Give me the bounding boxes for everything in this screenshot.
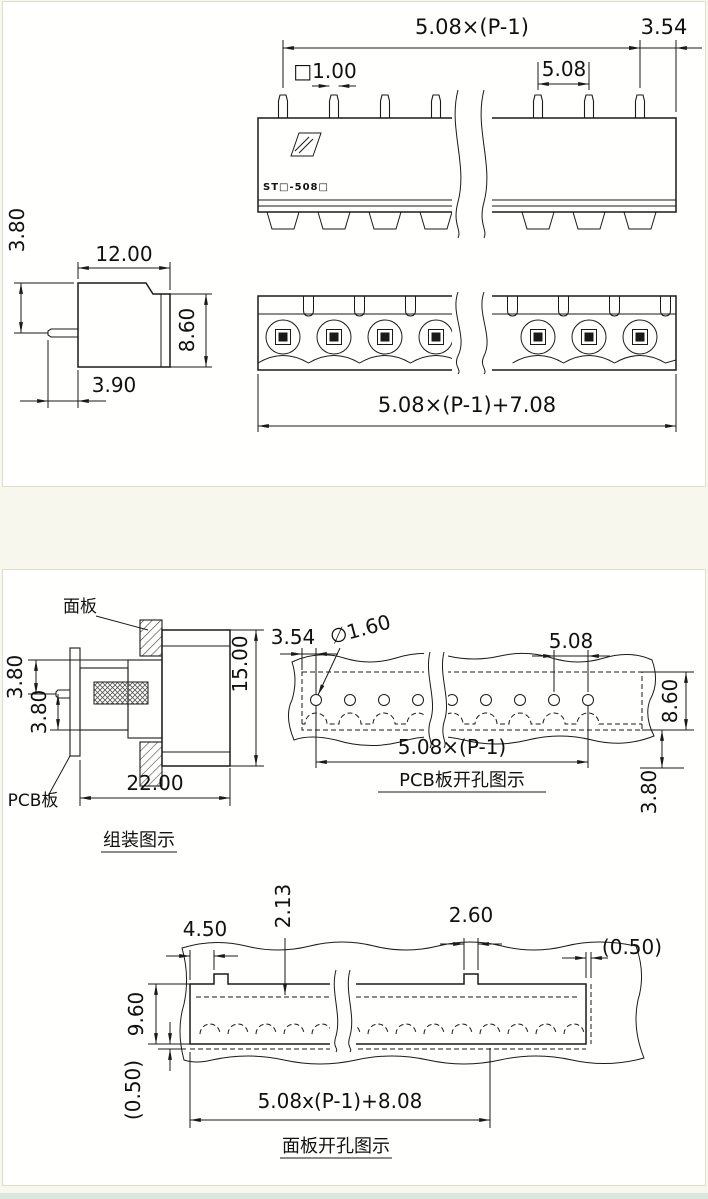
dim-end-margin-label: 3.54 — [271, 625, 316, 649]
brand-logo — [290, 132, 322, 157]
pcb-board — [69, 647, 81, 757]
terminal-contacts — [278, 332, 645, 342]
outline-front-view: 5.08×(P-1)+7.08 — [257, 290, 677, 432]
dim-clearance-right-label: (0.50) — [602, 935, 662, 959]
dim-total-depth-label: 22.00 — [126, 771, 183, 795]
break-line — [333, 969, 353, 1053]
dim-end-margin-label: 3.54 — [641, 15, 688, 39]
panel-label: 面板 — [63, 597, 97, 617]
front-panel — [179, 941, 645, 1065]
dim-cutout-width-label: 5.08x(P-1)+8.08 — [258, 1089, 423, 1113]
footprint-scallops — [302, 712, 642, 725]
footer-strip — [0, 1193, 708, 1199]
pin-row — [277, 94, 646, 118]
dim-pin-drop-label: 3.80 — [5, 208, 29, 253]
dim-total-height-label: 15.00 — [228, 635, 252, 692]
dim-total-width-label: 5.08×(P-1)+7.08 — [378, 393, 556, 417]
pcb-drill-caption: PCB板开孔图示 — [399, 770, 525, 791]
assembly-caption: 组装图示 — [103, 830, 175, 851]
latch-slots — [303, 296, 671, 317]
dim-pin-length-label: 3.90 — [92, 373, 137, 397]
dim-notch-width-label: 2.60 — [449, 903, 494, 927]
dim-pitch-span-label: 5.08×(P-1) — [415, 15, 529, 39]
dim-clearance-bottom-label: (0.50) — [121, 1060, 145, 1120]
dim-body-height-label: 8.60 — [175, 308, 199, 353]
dim-notch-offset-label: 4.50 — [183, 917, 228, 941]
assembly-view: 面板 PCB板 15.00 3.80 3.80 22.00 组装图示 — [3, 597, 264, 853]
drill-holes — [310, 694, 594, 706]
outline-top-view: ST□-508□ 5.08×(P-1) 3.54 □1.00 5.08 — [257, 15, 702, 240]
part-marking-label: ST□-508□ — [263, 182, 329, 193]
pcb-label: PCB板 — [8, 791, 59, 811]
dim-pitch-span-label: 5.08×(P-1) — [398, 735, 506, 759]
dim-pin-offset-upper-label: 3.80 — [3, 655, 27, 700]
dim-pitch-label: 5.08 — [542, 57, 587, 81]
dim-pin-offset-lower-label: 3.80 — [27, 690, 51, 735]
cutout-outline — [189, 973, 587, 1045]
dim-depth-label: 12.00 — [95, 242, 152, 266]
dim-row-height-label: 8.60 — [658, 679, 682, 724]
dim-pin-square-label: □1.00 — [293, 59, 356, 83]
scallop-profile — [257, 355, 677, 364]
pcb-drill-view: 3.54 ∅1.60 5.08 8.60 5.08×(P-1) 3.80 PCB… — [271, 610, 694, 815]
dim-notch-depth-label: 2.13 — [271, 884, 295, 929]
side-body — [77, 282, 171, 368]
dim-cutout-height-label: 9.60 — [124, 992, 148, 1037]
dim-edge-offset-label: 3.80 — [637, 770, 661, 815]
standoff-row — [266, 211, 657, 230]
outline-side-view: 12.00 3.80 8.60 3.90 — [5, 208, 212, 408]
break-line — [455, 291, 488, 375]
dim-pitch-label: 5.08 — [549, 629, 594, 653]
panel-section-upper — [139, 619, 163, 657]
footprint-outline — [301, 671, 643, 731]
panel-cutout-view: 2.13 2.60 4.50 (0.50) 9.60 (0.50) 5.08x(… — [121, 884, 662, 1159]
break-line — [454, 89, 488, 239]
mating-pins — [93, 681, 149, 705]
socket-housing — [161, 629, 231, 767]
break-line — [428, 651, 448, 749]
panel-cutout-caption: 面板开孔图示 — [282, 1136, 390, 1157]
